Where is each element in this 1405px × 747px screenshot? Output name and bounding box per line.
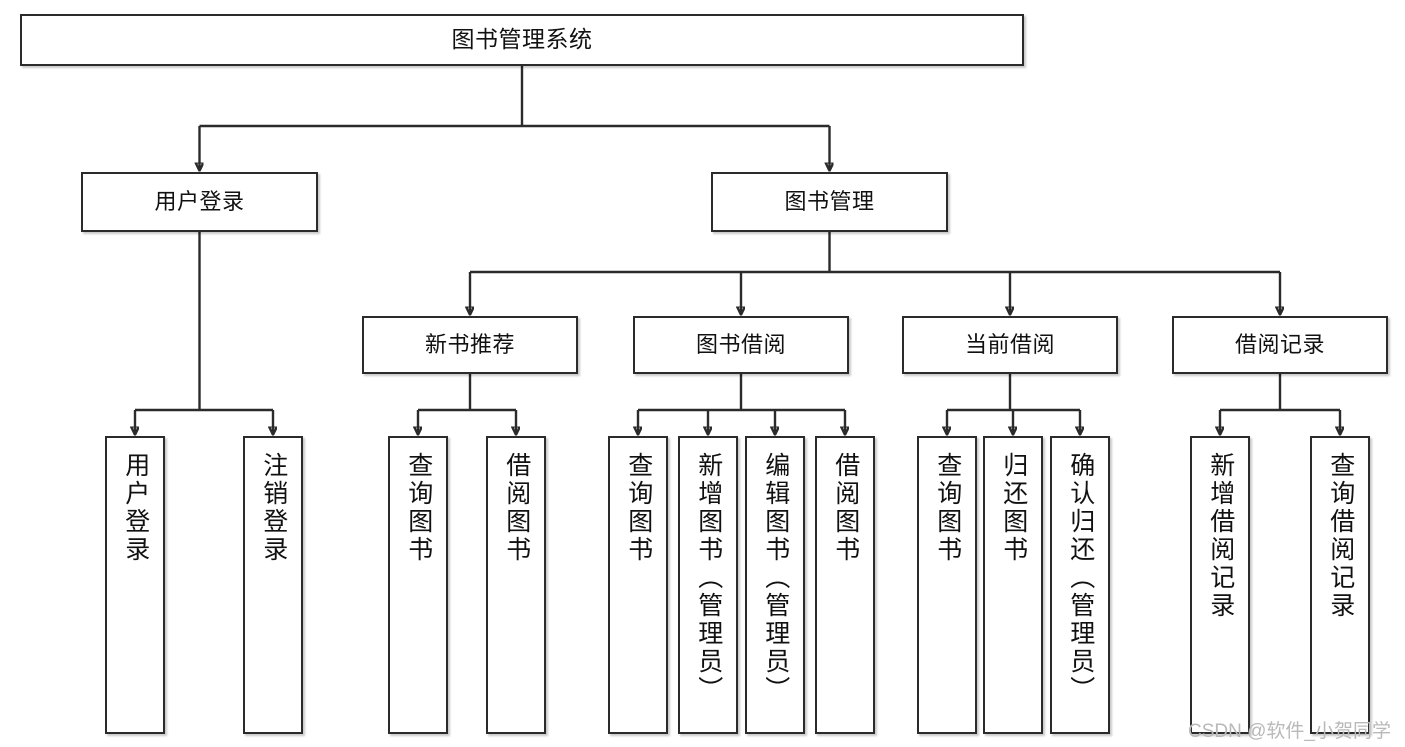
watermark-text: CSDN @软件_小贺同学 — [1188, 721, 1391, 742]
node-root[interactable]: 图书管理系统 — [20, 14, 1024, 66]
node-current[interactable]: 当前借阅 — [902, 316, 1118, 374]
node-label-current: 当前借阅 — [964, 332, 1055, 358]
node-n_borrow[interactable]: 借阅图书 — [486, 436, 546, 734]
node-login[interactable]: 用户登录 — [81, 172, 318, 232]
node-label-r_query: 查询借阅记录 — [1326, 452, 1355, 620]
node-label-l_login: 用户登录 — [121, 452, 150, 564]
node-n_query[interactable]: 查询图书 — [388, 436, 448, 734]
node-l_logout[interactable]: 注销登录 — [243, 436, 303, 734]
node-newbook[interactable]: 新书推荐 — [362, 316, 578, 374]
node-label-b_edit: 编辑图书（管理员） — [761, 452, 790, 704]
node-label-n_borrow: 借阅图书 — [502, 452, 531, 564]
node-label-b_add: 新增图书（管理员） — [694, 452, 723, 704]
node-b_borrow[interactable]: 借阅图书 — [815, 436, 875, 734]
node-b_query[interactable]: 查询图书 — [608, 436, 668, 734]
node-label-c_confirm: 确认归还（管理员） — [1066, 452, 1095, 704]
node-label-c_return: 归还图书 — [999, 452, 1028, 564]
node-label-r_add: 新增借阅记录 — [1206, 452, 1235, 620]
node-label-root: 图书管理系统 — [451, 26, 593, 53]
node-label-records: 借阅记录 — [1234, 332, 1325, 358]
node-borrow[interactable]: 图书借阅 — [633, 316, 849, 374]
node-r_query[interactable]: 查询借阅记录 — [1310, 436, 1370, 734]
node-c_query[interactable]: 查询图书 — [917, 436, 977, 734]
node-l_login[interactable]: 用户登录 — [105, 436, 165, 734]
node-label-borrow: 图书借阅 — [695, 332, 786, 358]
node-label-login: 用户登录 — [154, 189, 245, 215]
node-label-b_query: 查询图书 — [624, 452, 653, 564]
node-r_add[interactable]: 新增借阅记录 — [1190, 436, 1250, 734]
node-c_confirm[interactable]: 确认归还（管理员） — [1050, 436, 1110, 734]
node-label-l_logout: 注销登录 — [259, 452, 288, 564]
node-label-newbook: 新书推荐 — [424, 332, 515, 358]
node-bookmgmt[interactable]: 图书管理 — [711, 172, 948, 232]
node-c_return[interactable]: 归还图书 — [983, 436, 1043, 734]
node-b_edit[interactable]: 编辑图书（管理员） — [745, 436, 805, 734]
node-label-c_query: 查询图书 — [933, 452, 962, 564]
node-records[interactable]: 借阅记录 — [1172, 316, 1388, 374]
node-label-b_borrow: 借阅图书 — [831, 452, 860, 564]
node-label-bookmgmt: 图书管理 — [784, 189, 875, 215]
node-label-n_query: 查询图书 — [404, 452, 433, 564]
node-b_add[interactable]: 新增图书（管理员） — [678, 436, 738, 734]
